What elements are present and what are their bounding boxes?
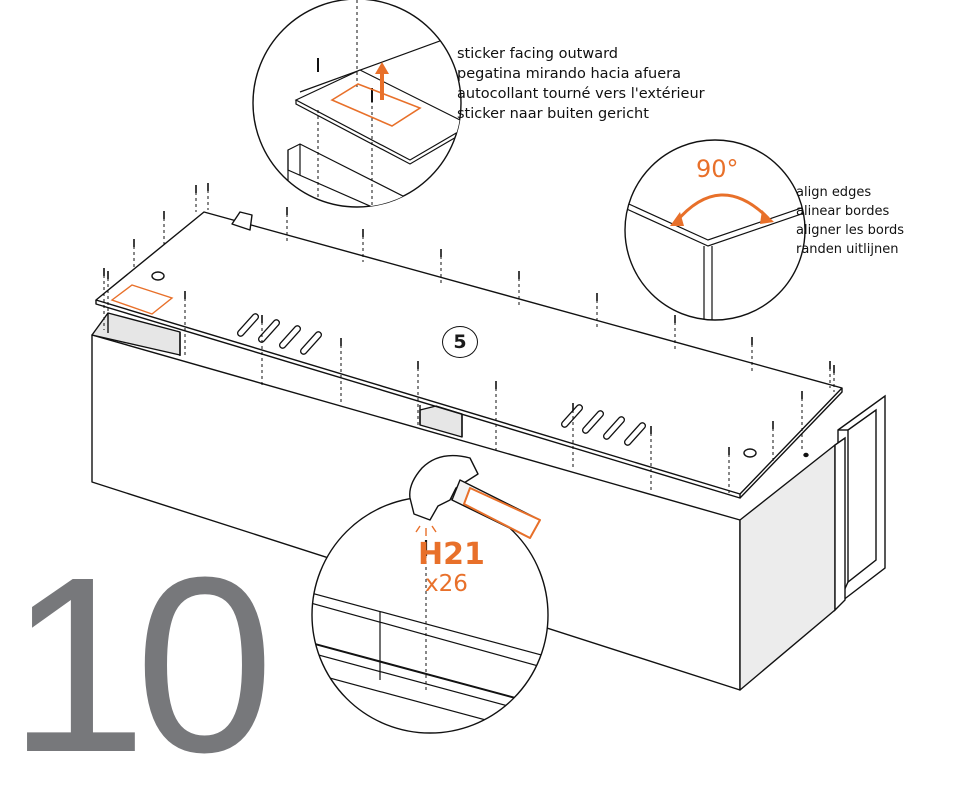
arrow-up-icon <box>375 62 389 100</box>
sticker-detail-circle <box>252 0 462 208</box>
caption-line: alinear bordes <box>796 204 890 219</box>
sticker-icon <box>330 83 422 127</box>
cabinet-frame <box>834 394 886 612</box>
angle-arc-icon <box>674 193 770 223</box>
nail-guides <box>103 190 835 493</box>
sticker-outline <box>110 284 174 315</box>
caption-line: randen uitlijnen <box>796 242 899 257</box>
align-caption: align edges alinear bordes aligner les b… <box>796 183 904 259</box>
angle-label: 90° <box>696 155 739 183</box>
caption-line: sticker naar buiten gericht <box>457 106 649 122</box>
panel-badge: 5 <box>442 326 478 358</box>
hardware-quantity: x26 <box>425 571 468 597</box>
nail-icon <box>103 183 835 455</box>
angle-detail-circle <box>624 139 806 321</box>
nail-detail-circle <box>311 496 549 734</box>
caption-line: autocollant tourné vers l'extérieur <box>457 86 705 102</box>
hammer-icon <box>409 454 541 539</box>
caption-line: aligner les bords <box>796 223 905 238</box>
sticker-caption: sticker facing outward pegatina mirando … <box>457 44 705 124</box>
caption-line: sticker facing outward <box>457 46 619 62</box>
step-number: 10 <box>8 525 274 804</box>
caption-line: align edges <box>796 185 872 200</box>
hardware-code: H21 <box>418 537 485 572</box>
vent-slots <box>236 313 647 446</box>
caption-line: pegatina mirando hacia afuera <box>457 66 682 82</box>
